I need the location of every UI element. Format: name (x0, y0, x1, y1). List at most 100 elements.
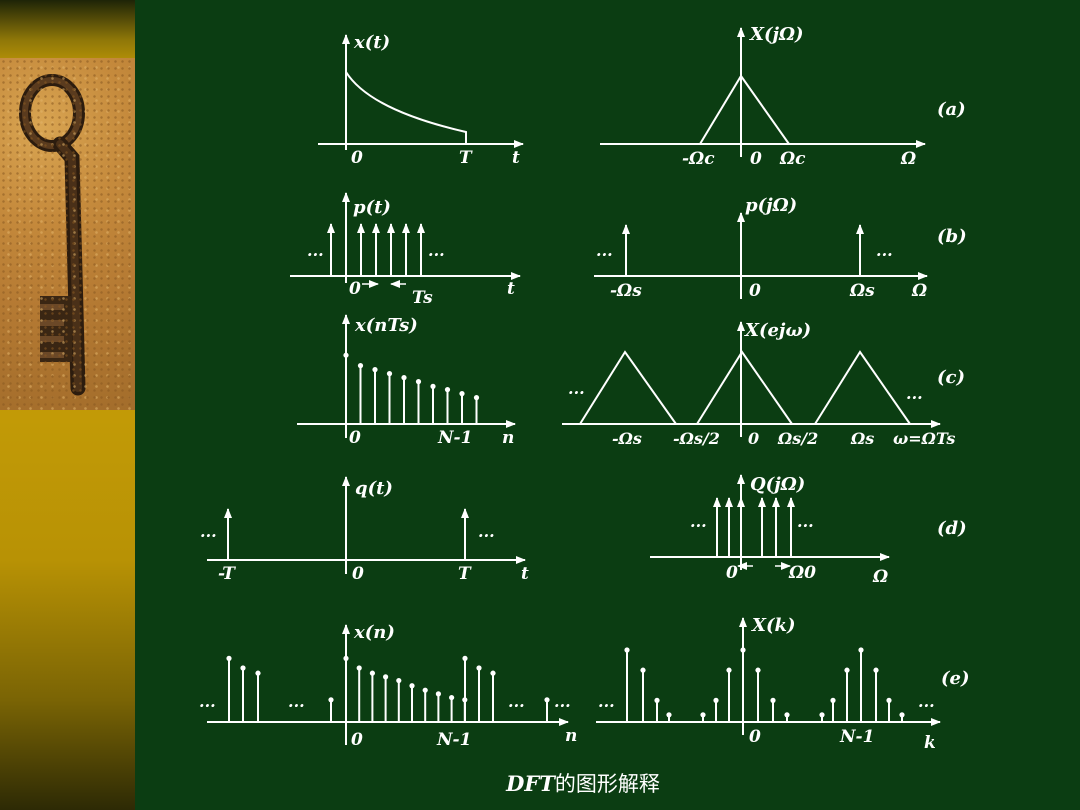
spec-right-stem-4-dot (873, 667, 879, 673)
tick-a-0: 0 (351, 148, 363, 168)
tick-d-omega-0: Ω0 (788, 563, 816, 583)
period-stem-0-dot (343, 655, 349, 661)
spec-center-stem-1-dot (713, 697, 719, 704)
period-stem-2-dot (369, 670, 375, 676)
dots-e-3: ··· (508, 696, 525, 715)
tick-b-neg-omega-s: -Ωs (610, 281, 642, 301)
dots-d-spec-right: ··· (797, 516, 814, 535)
title-Q-jOmega: Q(jΩ) (750, 474, 805, 495)
title-X-k: X(k) (751, 615, 795, 636)
tick-a-zero: 0 (750, 149, 762, 169)
sample-stem-3-dot (386, 371, 393, 377)
decay-curve (345, 71, 467, 144)
tick-c-0: 0 (349, 428, 361, 448)
tick-c-N-1: N-1 (437, 428, 472, 448)
dots-e-1: ··· (199, 696, 216, 715)
spec-right-stem-0-dot (819, 712, 825, 718)
replica-left (579, 350, 677, 425)
period-stem-3-dot (383, 674, 389, 680)
spec-center-stem-2-dot (726, 667, 732, 673)
label-a: (a) (937, 99, 966, 120)
tick-c-omega-s: Ωs (850, 429, 874, 448)
period-stem-4-dot (396, 677, 402, 684)
spec-left-stem-0-dot (624, 647, 630, 653)
sample-stem-4-dot (401, 375, 407, 381)
axis-c-n: n (502, 428, 514, 448)
title-q-t: q(t) (355, 478, 393, 499)
tick-c-neg-omega-s: -Ωs (612, 429, 642, 448)
axis-d-omega: Ω (872, 567, 888, 587)
axis-c-omega: ω=ΩTs (893, 429, 955, 448)
spec-center-stem-6-dot (784, 712, 790, 718)
axis-d-t: t (521, 564, 529, 584)
caption: DFT的图形解释 (0, 768, 1080, 798)
sand-texture (0, 58, 135, 410)
frequency-comb (713, 497, 795, 557)
tick-b-Ts: Ts (412, 288, 433, 308)
title-X-ejw: X(ejω) (744, 320, 811, 341)
spec-left-stem-3-dot (666, 712, 672, 718)
spec-center-stem-0-dot (700, 712, 706, 718)
tick-c-omega-s-half: Ωs/2 (777, 429, 818, 448)
spec-right-stem-2-dot (844, 667, 850, 673)
tick-b-zero: 0 (749, 281, 761, 301)
tick-e-spec-0: 0 (749, 727, 761, 747)
dots-b-spec-left: ··· (596, 245, 613, 264)
tick-d-zero: 0 (726, 563, 738, 583)
tick-c-neg-omega-s-half: -Ωs/2 (673, 429, 720, 448)
replica-right (814, 350, 911, 425)
panel-d: q(t) ··· ··· -T 0 T t Q(jΩ) ··· ··· 0 Ω0… (200, 474, 967, 587)
dots-c-right: ··· (906, 388, 923, 407)
spec-right-stem-6-dot (899, 712, 905, 718)
axis-a-t: t (512, 148, 520, 168)
spec-right-stem-1-dot (830, 697, 836, 704)
panel-c: x(nTs) 0 N-1 n X(ejω) ··· ··· -Ωs -Ωs/2 … (297, 314, 965, 448)
axis-b-t: t (507, 279, 515, 299)
sample-stem-6-dot (430, 383, 436, 389)
tick-c-zero: 0 (748, 429, 759, 448)
label-e: (e) (941, 668, 970, 689)
title-p-t: p(t) (353, 197, 391, 218)
caption-abbr: DFT (506, 771, 555, 796)
left-tail-stem-dot (328, 697, 334, 703)
tick-b-0: 0 (349, 279, 361, 299)
spec-center-stem-5-dot (770, 697, 776, 704)
sample-stem-8-dot (459, 391, 465, 397)
label-c: (c) (937, 367, 965, 388)
sample-stem-5-dot (415, 379, 422, 385)
spec-center-stem-3-dot (740, 647, 746, 653)
title-X-jOmega: X(jΩ) (749, 24, 804, 45)
dots-c-left: ··· (568, 383, 585, 402)
tick-b-omega-s: Ωs (849, 281, 875, 301)
tick-a-T: T (459, 148, 473, 168)
spec-center-stem-4-dot (755, 667, 761, 673)
sample-stem-1-dot (357, 363, 364, 369)
dots-b-right: ··· (428, 245, 445, 264)
period-stem-6-dot (422, 687, 428, 693)
dots-d-left: ··· (200, 526, 217, 545)
label-b: (b) (937, 226, 967, 247)
axis-e-k: k (924, 733, 936, 753)
panel-b: p(t) ··· ··· 0 Ts t p(jΩ) ··· ··· -Ωs 0 … (290, 192, 967, 308)
dots-b-spec-right: ··· (876, 245, 893, 264)
spec-right-stem-3-dot (858, 647, 864, 653)
sample-stem-2-dot (372, 367, 378, 373)
title-x-n: x(n) (353, 622, 395, 643)
left-period-stem-0-dot (226, 655, 232, 661)
title-x-t: x(t) (353, 32, 390, 53)
spec-left-stem-1-dot (640, 667, 646, 673)
sample-stem-0-dot (343, 352, 349, 358)
spec-left-stem-2-dot (654, 697, 660, 704)
spectrum-triangle (699, 74, 790, 145)
title-x-nTs: x(nTs) (354, 315, 418, 336)
dft-spectrum (624, 647, 905, 722)
tick-e-N-1: N-1 (436, 730, 471, 750)
panel-a: x(t) 0 T t X(jΩ) -Ωc 0 Ωc Ω (a) (318, 24, 966, 169)
tick-a-omega-c: Ωc (779, 149, 806, 169)
dots-e-5: ··· (598, 696, 615, 715)
dots-d-spec-left: ··· (690, 516, 707, 535)
period-stem-7-dot (435, 691, 441, 697)
title-p-jOmega: p(jΩ) (745, 195, 797, 216)
panel-e: x(n) ··· ··· ··· ··· 0 N-1 n X(k) ··· ··… (199, 615, 970, 753)
